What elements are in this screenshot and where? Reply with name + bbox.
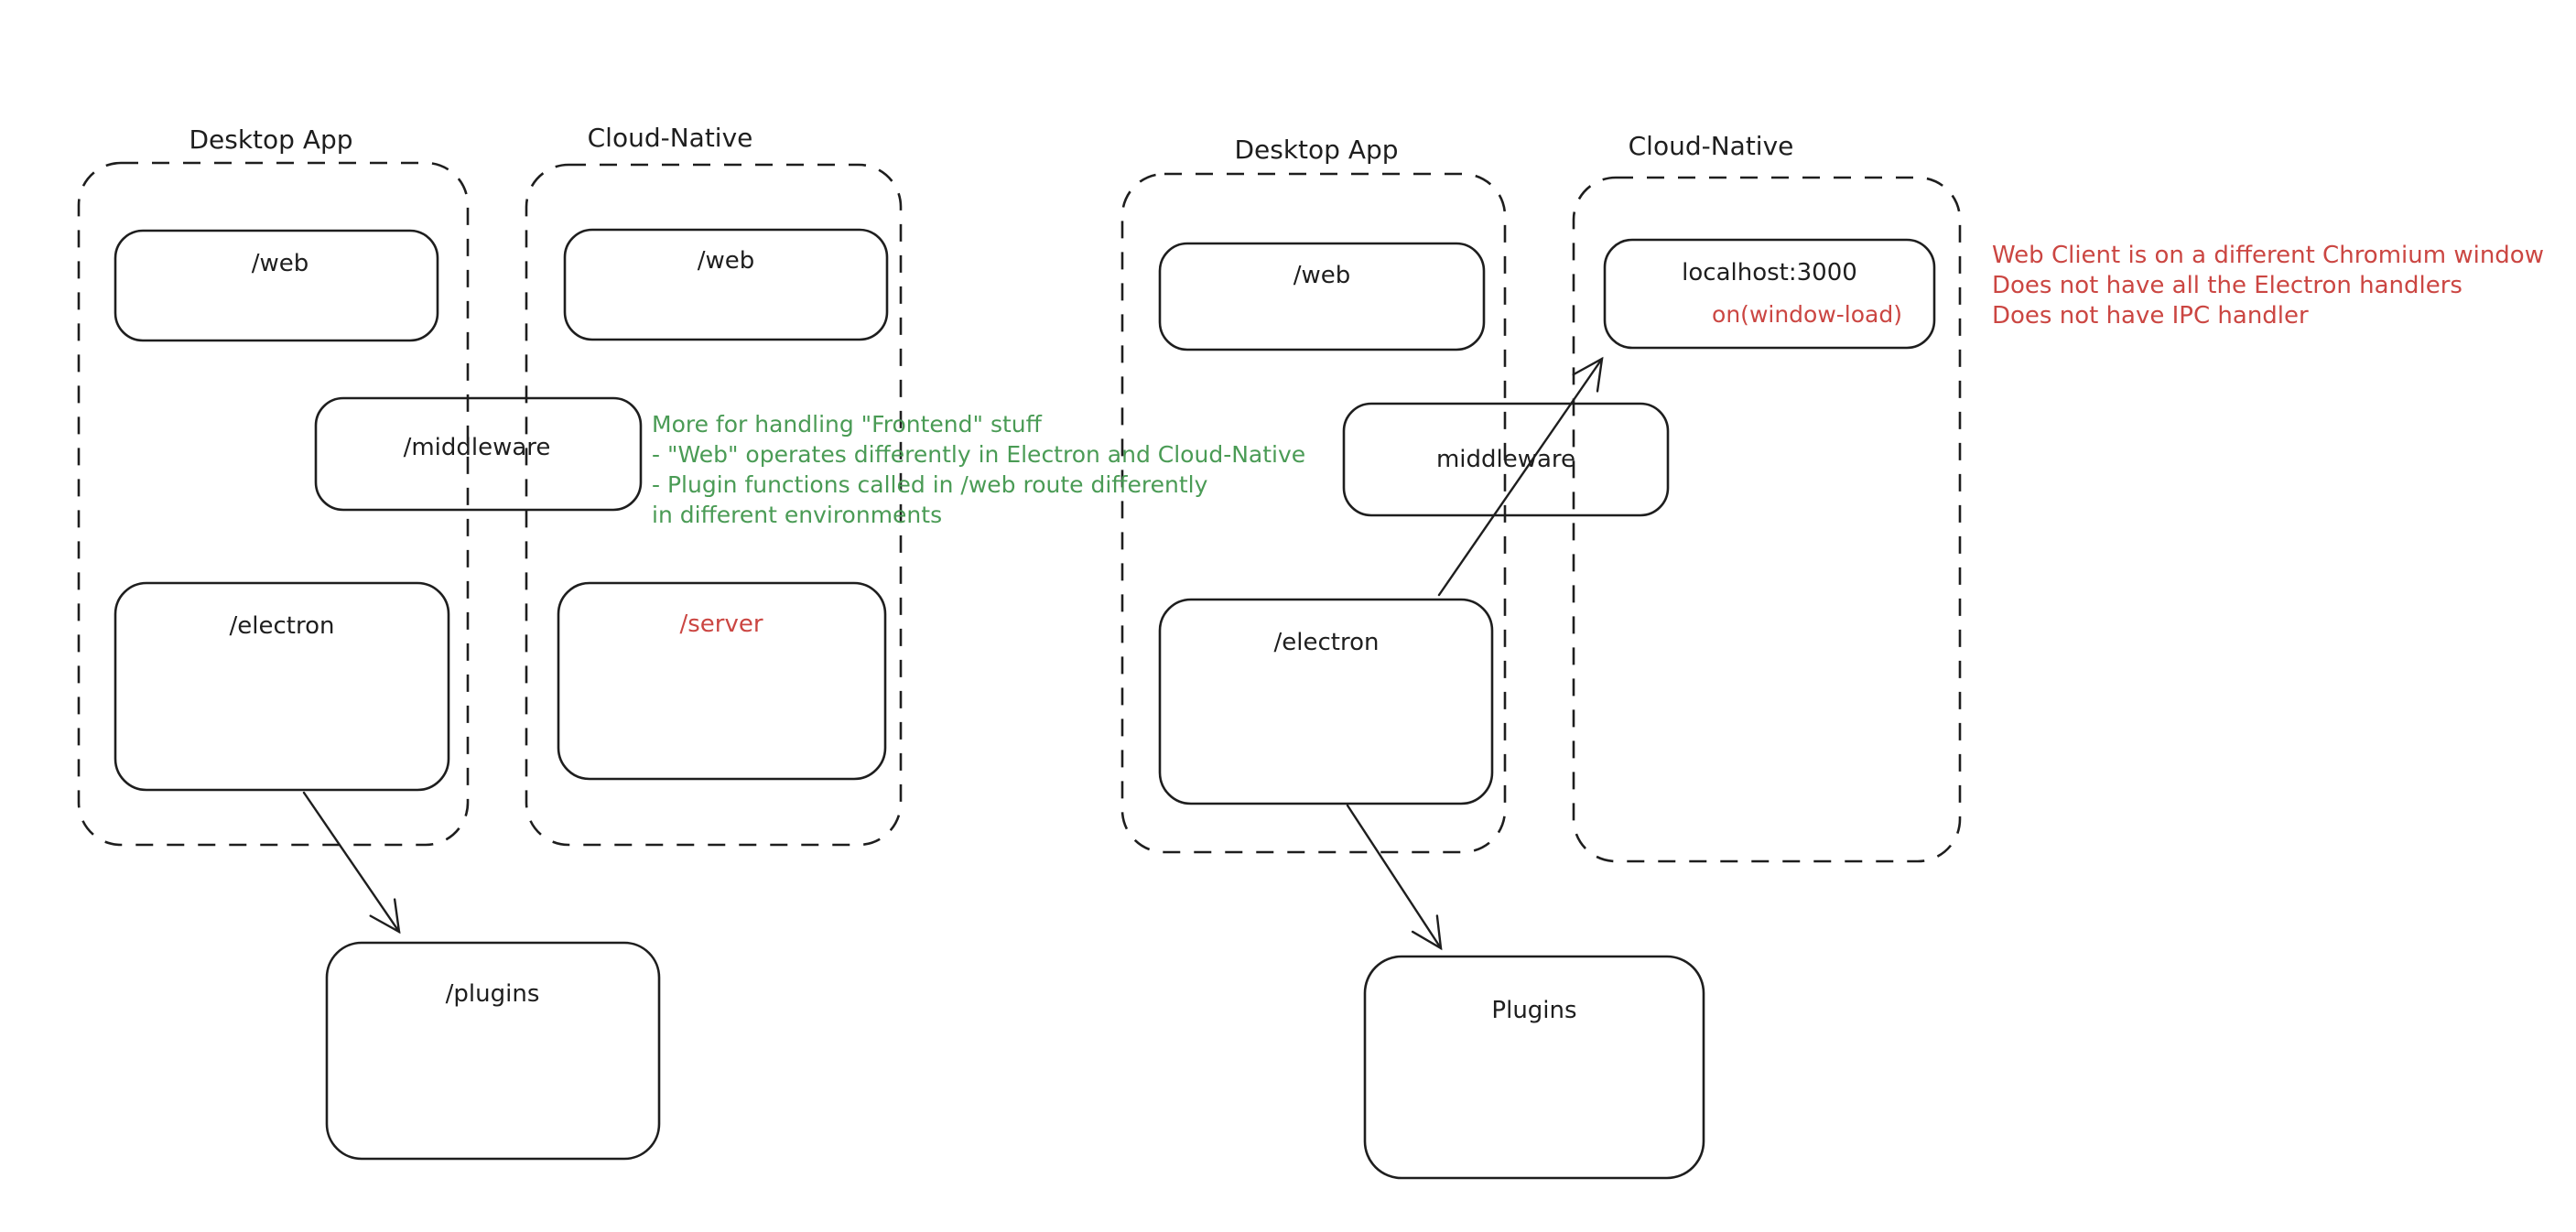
right-electron-node [1158, 598, 1494, 805]
red-note-line-1: Web Client is on a different Chromium wi… [1992, 242, 2544, 269]
green-note: More for handling "Frontend" stuff - "We… [652, 411, 1305, 528]
right-desktop-app-title: Desktop App [1234, 135, 1398, 165]
red-note: Web Client is on a different Chromium wi… [1992, 242, 2544, 330]
left-server-node [557, 581, 887, 781]
right-desktop-app-container [1120, 172, 1507, 854]
left-plugins-node [325, 941, 661, 1161]
right-cloud-native-title: Cloud-Native [1629, 131, 1794, 161]
left-electron-node [114, 581, 450, 792]
left-web-cloud-node [563, 228, 889, 341]
green-note-line-4: in different environments [652, 502, 942, 528]
left-diagram: Desktop App Cloud-Native /web /web /midd… [77, 123, 903, 1161]
left-middleware-label: /middleware [404, 434, 551, 461]
left-cloud-native-container [525, 163, 903, 847]
left-plugins-label: /plugins [446, 980, 540, 1008]
right-plugins-node [1363, 955, 1705, 1180]
right-window-load-label: on(window-load) [1712, 301, 1902, 328]
right-web-label: /web [1293, 262, 1351, 289]
left-web-desktop-label: /web [252, 250, 309, 277]
right-arrow-electron-to-plugins [1346, 804, 1443, 951]
right-arrow-electron-to-localhost [1437, 356, 1604, 597]
right-cloud-native-container [1572, 176, 1962, 863]
right-electron-label: /electron [1274, 629, 1380, 656]
left-electron-label: /electron [230, 612, 335, 640]
right-diagram: Desktop App Cloud-Native /web localhost:… [1120, 131, 1962, 1180]
left-arrow-electron-to-plugins [302, 791, 401, 935]
green-note-line-2: - "Web" operates differently in Electron… [652, 441, 1305, 468]
right-plugins-label: Plugins [1491, 997, 1576, 1024]
left-middleware-node [314, 396, 643, 512]
right-web-node [1158, 242, 1486, 351]
right-middleware-label: middleware [1436, 446, 1575, 473]
left-desktop-app-container [77, 161, 470, 847]
left-web-cloud-label: /web [698, 247, 755, 275]
left-desktop-app-title: Desktop App [189, 124, 352, 155]
right-localhost-node [1603, 238, 1936, 350]
red-note-line-2: Does not have all the Electron handlers [1992, 272, 2462, 299]
left-web-desktop-node [114, 229, 439, 342]
left-cloud-native-title: Cloud-Native [588, 123, 753, 153]
red-note-line-3: Does not have IPC handler [1992, 302, 2309, 330]
right-middleware-node [1342, 402, 1670, 517]
green-note-line-1: More for handling "Frontend" stuff [652, 411, 1043, 438]
left-server-label: /server [679, 611, 763, 638]
right-localhost-label: localhost:3000 [1682, 259, 1857, 286]
green-note-line-3: - Plugin functions called in /web route … [652, 471, 1208, 498]
